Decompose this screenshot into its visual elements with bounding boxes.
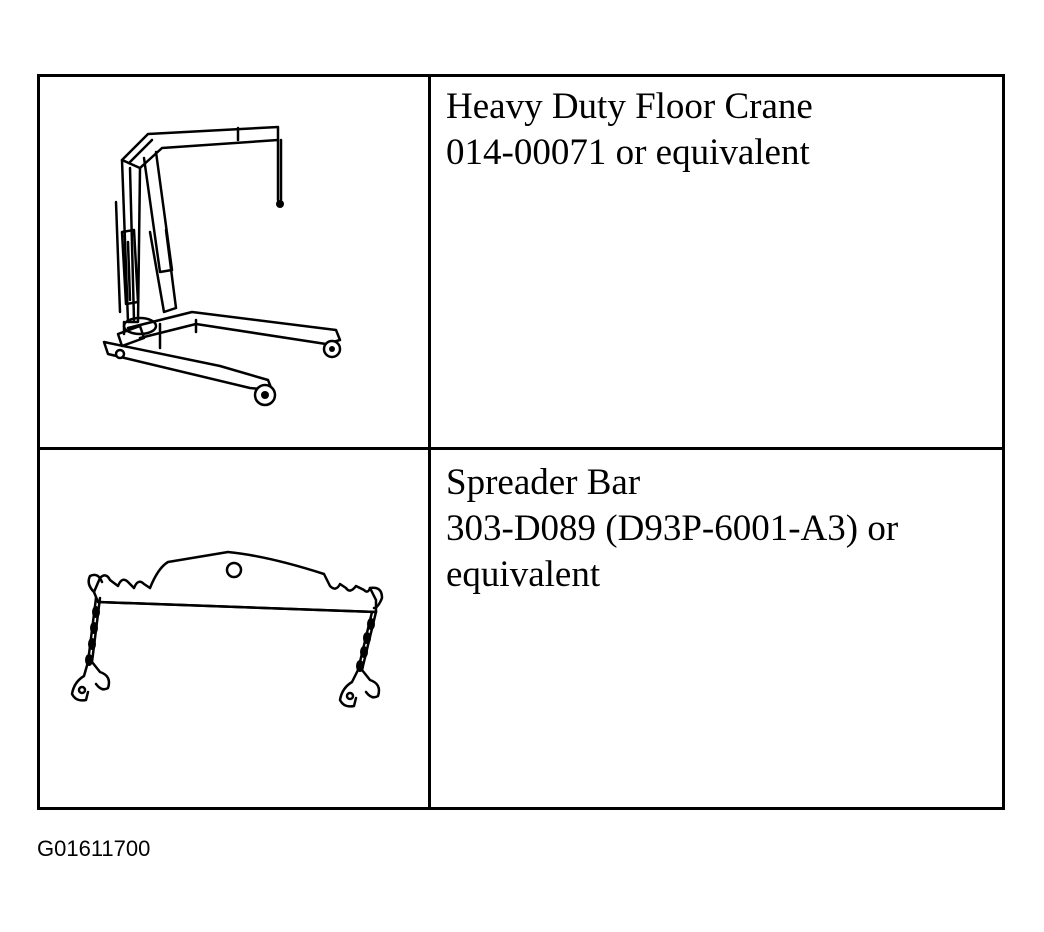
special-tools-table: Heavy Duty Floor Crane 014-00071 or equi…: [37, 74, 1005, 810]
spreader-bar-part-suffix: equivalent: [446, 554, 601, 595]
column-divider: [428, 77, 431, 807]
spreader-bar-icon: [70, 550, 384, 708]
floor-crane-description: Heavy Duty Floor Crane 014-00071 or equi…: [446, 84, 813, 176]
floor-crane-name: Heavy Duty Floor Crane: [446, 86, 813, 127]
spreader-bar-part-number: 303-D089 (D93P-6001-A3) or: [446, 508, 899, 549]
floor-crane-part-number: 014-00071 or equivalent: [446, 132, 810, 173]
floor-crane-icon: [102, 125, 342, 407]
row-divider: [40, 447, 1002, 450]
spreader-bar-description: Spreader Bar 303-D089 (D93P-6001-A3) or …: [446, 460, 898, 598]
spreader-bar-name: Spreader Bar: [446, 462, 641, 503]
figure-id: G01611700: [37, 836, 151, 861]
